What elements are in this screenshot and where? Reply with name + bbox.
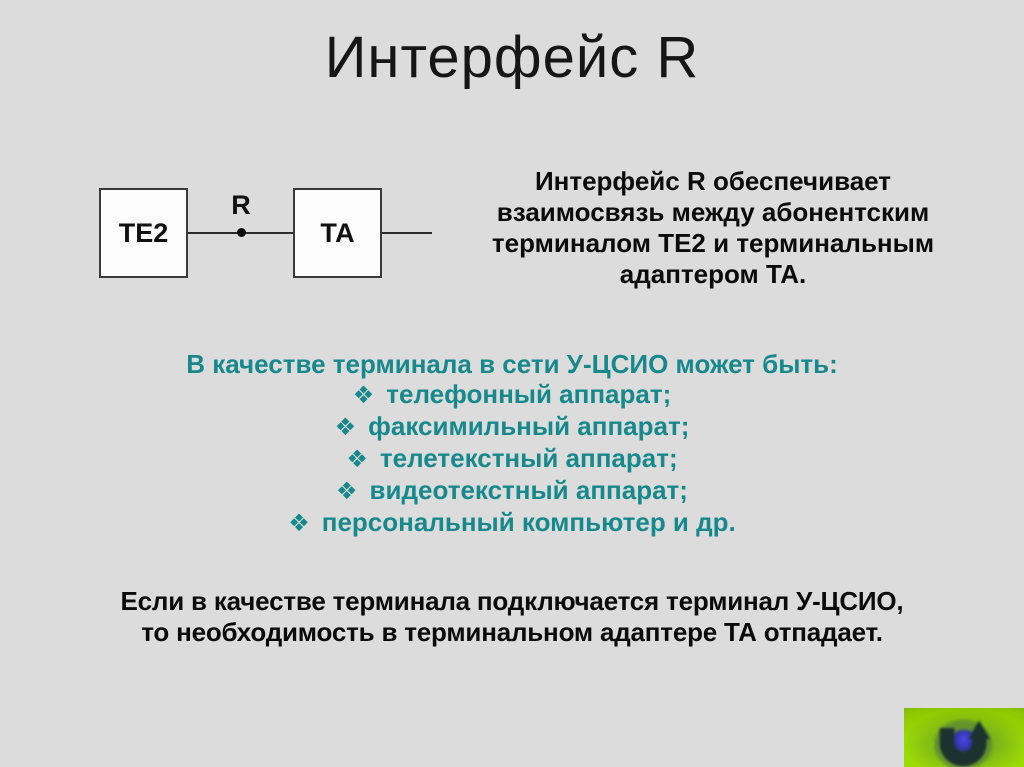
list-item-text: факсимильный аппарат; [368, 411, 690, 441]
note-line: то необходимость в терминальном адаптере… [141, 617, 883, 647]
list-item: ❖ персональный компьютер и др. [0, 507, 1024, 539]
return-nav-button[interactable] [904, 708, 1024, 767]
list-item-text: телетекстный аппарат; [379, 443, 678, 473]
ta-label: ТА [320, 217, 355, 248]
list-item: ❖ телетекстный аппарат; [0, 443, 1024, 475]
u-turn-up-arrow-icon [934, 719, 993, 767]
list-item-text: видеотекстный аппарат; [369, 475, 688, 505]
list-item: ❖ видеотекстный аппарат; [0, 475, 1024, 507]
terminal-list-heading: В качестве терминала в сети У-ЦСИО может… [186, 349, 838, 379]
diamond-bullet-icon: ❖ [334, 414, 357, 441]
interface-point-dot [237, 228, 246, 237]
diamond-bullet-icon: ❖ [288, 510, 310, 537]
page-title: Интерфейс R [324, 25, 700, 90]
connector-line-right [382, 232, 432, 234]
description-line: терминалом ТЕ2 и терминальным [491, 228, 935, 258]
note-line: Если в качестве терминала подключается т… [120, 586, 904, 616]
diamond-bullet-icon: ❖ [346, 446, 368, 473]
te2-label: ТЕ2 [118, 217, 169, 248]
diamond-bullet-icon: ❖ [336, 478, 358, 505]
list-item-text: персональный компьютер и др. [321, 507, 736, 537]
list-item: ❖ факсимильный аппарат; [0, 411, 1024, 443]
description-line: Интерфейс R обеспечивает [534, 166, 892, 196]
diagram-box-te2: ТЕ2 [99, 188, 188, 278]
connector-line [188, 232, 293, 234]
description-paragraph: Интерфейс R обеспечивает взаимосвязь меж… [443, 166, 983, 290]
diagram-box-ta: ТА [293, 188, 382, 278]
list-item-text: телефонный аппарат; [386, 379, 672, 409]
list-item: ❖ телефонный аппарат; [0, 379, 1024, 411]
diamond-bullet-icon: ❖ [352, 382, 375, 409]
note-paragraph: Если в качестве терминала подключается т… [0, 586, 1024, 648]
interface-point-label: R [231, 190, 251, 220]
terminal-list: В качестве терминала в сети У-ЦСИО может… [0, 349, 1024, 539]
description-line: адаптером ТА. [619, 259, 807, 289]
description-line: взаимосвязь между абонентским [496, 197, 930, 227]
